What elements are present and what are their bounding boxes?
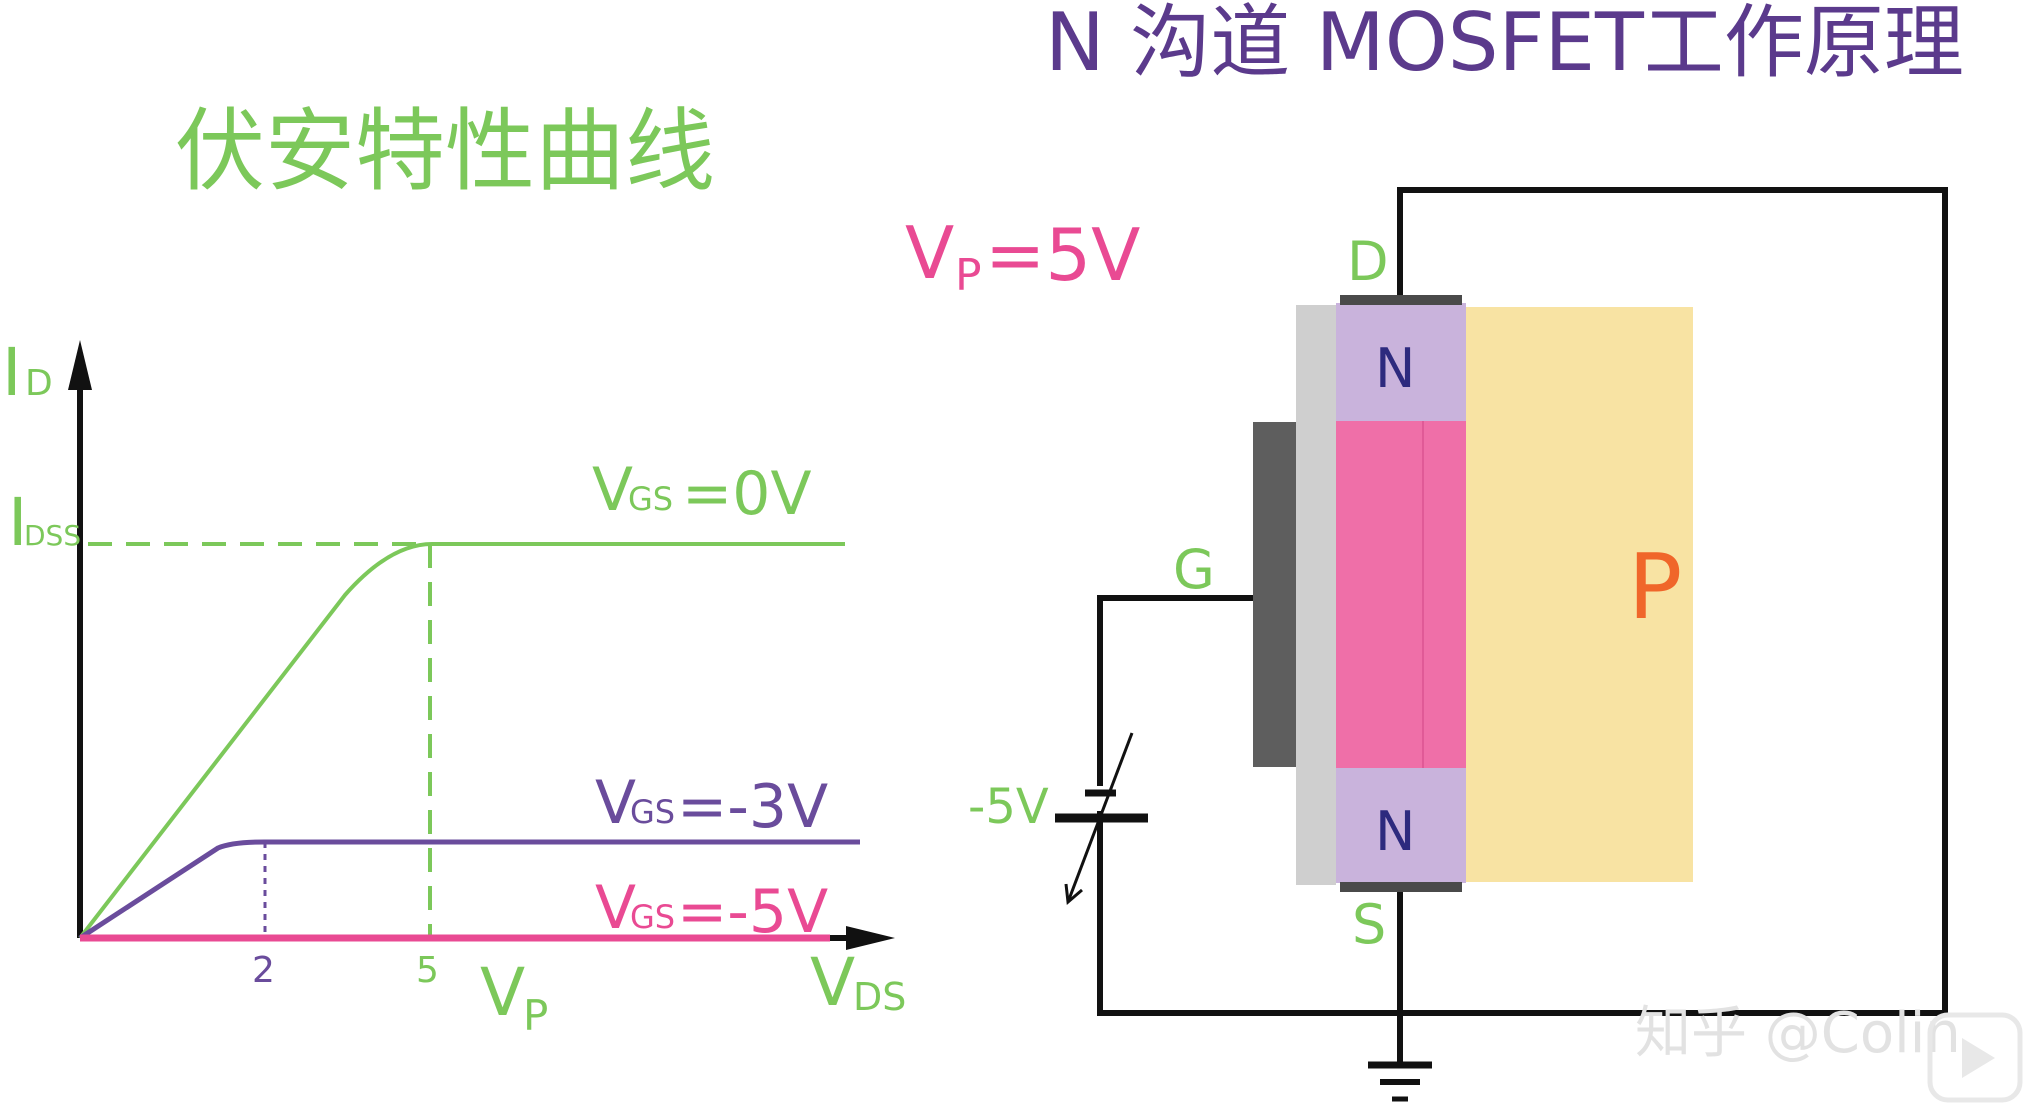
- svg-text:V: V: [480, 954, 525, 1031]
- svg-text:=-3V: =-3V: [677, 772, 828, 842]
- y-axis-label: I D: [2, 334, 53, 411]
- svg-text:DS: DS: [853, 975, 906, 1019]
- vp-axis-label: V P: [480, 954, 548, 1040]
- svg-text:=0V: =0V: [682, 459, 812, 529]
- label-vgs-neg3: V GS =-3V: [595, 768, 828, 842]
- watermark: 知乎 @Colin: [1635, 1001, 1961, 1066]
- svg-text:D: D: [25, 363, 53, 404]
- svg-text:I: I: [8, 484, 27, 561]
- label-vgs-neg5: V GS =-5V: [595, 873, 828, 947]
- tick-5: 5: [416, 950, 439, 991]
- drain-contact: [1340, 295, 1462, 305]
- n-region-top: [1336, 303, 1466, 421]
- n-bottom-label: N: [1375, 800, 1415, 863]
- iv-graph: 伏安特性曲线 I D I DSS V DS V P 2 5: [2, 99, 906, 1040]
- n-region-bottom: [1336, 768, 1466, 883]
- curve-vgs-0: [78, 542, 845, 940]
- p-substrate: [1465, 307, 1693, 882]
- vp-value-label: V P =5V: [905, 211, 1140, 301]
- svg-text:GS: GS: [628, 480, 673, 518]
- svg-text:=5V: =5V: [985, 213, 1140, 297]
- svg-text:V: V: [595, 873, 636, 943]
- n-top-label: N: [1375, 337, 1415, 400]
- main-title: N 沟道 MOSFET工作原理: [1045, 0, 1964, 89]
- svg-text:=-5V: =-5V: [677, 877, 828, 947]
- svg-text:V: V: [595, 768, 636, 838]
- tick-2: 2: [252, 950, 275, 991]
- svg-text:V: V: [592, 455, 633, 525]
- curve-vgs-neg3: [78, 839, 860, 941]
- graph-title: 伏安特性曲线: [175, 99, 715, 204]
- source-label: S: [1352, 893, 1386, 956]
- label-vgs-0: V GS =0V: [592, 455, 812, 529]
- svg-text:P: P: [523, 991, 548, 1040]
- svg-text:V: V: [810, 944, 855, 1021]
- svg-text:DSS: DSS: [24, 519, 81, 552]
- battery-variable-arrow: [1066, 732, 1134, 903]
- svg-text:GS: GS: [630, 898, 675, 936]
- drain-label: D: [1347, 230, 1389, 293]
- x-axis-label: V DS: [810, 944, 906, 1021]
- y-axis-arrow: [68, 340, 92, 390]
- mosfet-device-diagram: V P =5V N N P D G S: [905, 187, 1948, 1102]
- gate-electrode: [1253, 422, 1296, 767]
- source-contact: [1340, 882, 1462, 892]
- svg-text:P: P: [955, 250, 982, 301]
- idss-label: I DSS: [8, 484, 81, 561]
- svg-text:V: V: [905, 211, 954, 295]
- x-axis-arrow: [846, 926, 895, 950]
- gate-label: G: [1173, 538, 1215, 601]
- battery-label: -5V: [968, 779, 1049, 835]
- svg-text:GS: GS: [630, 793, 675, 831]
- svg-text:I: I: [2, 334, 21, 411]
- play-icon: [1927, 1012, 2023, 1103]
- battery: [1055, 732, 1148, 905]
- ground-symbol: [1368, 1061, 1432, 1102]
- n-channel: [1336, 421, 1466, 768]
- p-label: P: [1628, 535, 1682, 640]
- oxide-layer: [1296, 305, 1336, 885]
